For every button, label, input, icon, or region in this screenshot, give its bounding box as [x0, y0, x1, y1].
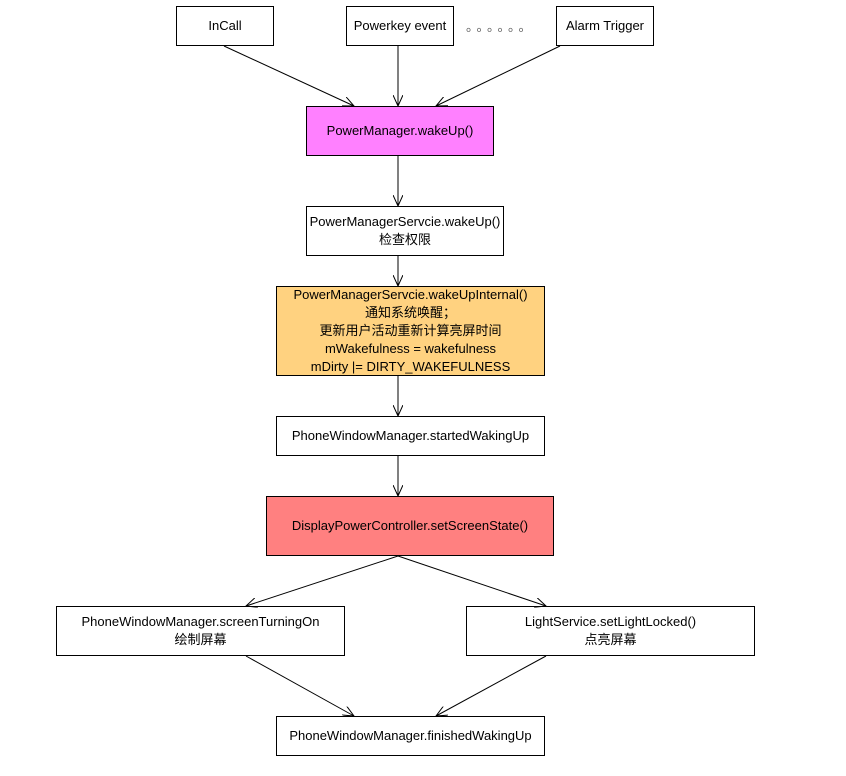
node-incall: InCall [176, 6, 274, 46]
node-line: PowerManagerServcie.wakeUpInternal() [293, 287, 528, 302]
arrow-turningon-to-finished [245, 655, 354, 716]
node-line: mWakefulness = wakefulness [324, 341, 497, 356]
node-line: Alarm Trigger [565, 18, 645, 33]
node-line: InCall [208, 18, 242, 33]
node-pms-wakeup-internal: PowerManagerServcie.wakeUpInternal() 通知系统… [276, 286, 545, 376]
node-line: 点亮屏幕 [584, 632, 637, 647]
node-line: mDirty |= DIRTY_WAKEFULNESS [310, 359, 511, 374]
node-dpc-set-screen-state: DisplayPowerController.setScreenState() [266, 496, 554, 556]
node-line: PowerManager.wakeUp() [326, 123, 474, 138]
node-line: Powerkey event [353, 18, 447, 33]
node-powermanager-wakeup: PowerManager.wakeUp() [306, 106, 494, 156]
node-pwm-screen-turning-on: PhoneWindowManager.screenTurningOn 绘制屏幕 [56, 606, 345, 656]
node-pwm-started-waking-up: PhoneWindowManager.startedWakingUp [276, 416, 545, 456]
node-line: PhoneWindowManager.screenTurningOn [81, 614, 320, 629]
arrow-alarm-to-powermanager [436, 45, 561, 106]
node-line: 绘制屏幕 [174, 632, 227, 647]
arrow-dpc-to-turningon [246, 555, 399, 606]
node-pms-wakeup: PowerManagerServcie.wakeUp() 检查权限 [306, 206, 504, 256]
node-line: PhoneWindowManager.finishedWakingUp [289, 728, 532, 743]
arrow-dpc-to-lightlocked [397, 555, 546, 606]
node-line: PhoneWindowManager.startedWakingUp [291, 428, 530, 443]
node-line: DisplayPowerController.setScreenState() [291, 518, 529, 533]
node-line: 更新用户活动重新计算亮屏时间 [319, 323, 502, 338]
node-alarm-trigger: Alarm Trigger [556, 6, 654, 46]
node-pwm-finished-waking-up: PhoneWindowManager.finishedWakingUp [276, 716, 545, 756]
node-line: LightService.setLightLocked() [524, 614, 697, 629]
node-light-set-locked: LightService.setLightLocked() 点亮屏幕 [466, 606, 755, 656]
arrow-incall-to-powermanager [223, 45, 354, 106]
arrow-lightlocked-to-finished [436, 655, 547, 716]
ellipsis: 。。。。。。 [466, 19, 536, 34]
node-line: PowerManagerServcie.wakeUp() [309, 214, 501, 229]
node-powerkey-event: Powerkey event [346, 6, 454, 46]
node-line: 检查权限 [378, 232, 431, 247]
node-line: 通知系统唤醒； [364, 305, 456, 320]
